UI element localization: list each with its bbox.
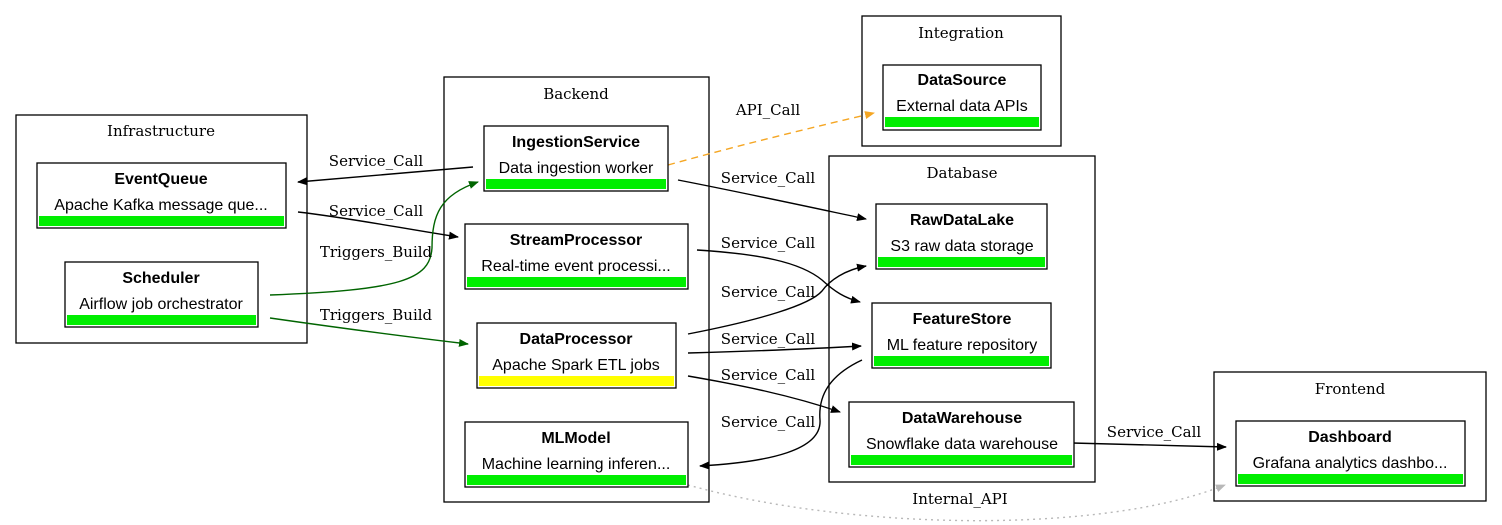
node-ml-model[interactable]: MLModel Machine learning inferen... bbox=[464, 421, 689, 488]
edge-label-dataproc-to-warehouse: Service_Call bbox=[721, 366, 816, 384]
status-bar bbox=[39, 216, 284, 226]
node-description: Grafana analytics dashbo... bbox=[1253, 455, 1448, 472]
cluster-integration: Integration bbox=[861, 15, 1062, 147]
node-data-warehouse[interactable]: DataWarehouse Snowflake data warehouse bbox=[848, 401, 1075, 468]
cluster-backend: Backend bbox=[443, 76, 710, 503]
node-description: External data APIs bbox=[896, 98, 1028, 115]
edge-dataproc-to-feature bbox=[687, 342, 862, 354]
edge-label-queue-to-stream: Service_Call bbox=[329, 202, 424, 220]
node-raw-data-lake[interactable]: RawDataLake S3 raw data storage bbox=[875, 203, 1048, 270]
edges bbox=[269, 111, 1227, 522]
node-description: Snowflake data warehouse bbox=[866, 436, 1058, 453]
node-title: FeatureStore bbox=[913, 311, 1012, 328]
node-description: Apache Spark ETL jobs bbox=[492, 357, 660, 374]
status-bar bbox=[878, 257, 1045, 267]
node-title: RawDataLake bbox=[910, 212, 1014, 229]
node-title: DataProcessor bbox=[520, 331, 633, 348]
edge-label-sched-to-ingest: Triggers_Build bbox=[320, 243, 433, 261]
status-bar bbox=[467, 277, 686, 287]
node-title: DataWarehouse bbox=[902, 410, 1022, 427]
edge-label-dataproc-to-feature: Service_Call bbox=[721, 330, 816, 348]
status-bar bbox=[67, 315, 256, 325]
edge-label-api-call: API_Call bbox=[735, 101, 801, 119]
node-description: Airflow job orchestrator bbox=[79, 296, 243, 313]
cluster-database: Database bbox=[828, 155, 1096, 483]
edge-label-sched-to-dataproc: Triggers_Build bbox=[320, 306, 433, 324]
edge-dataproc-to-warehouse bbox=[687, 375, 841, 413]
node-description: Apache Kafka message que... bbox=[54, 197, 267, 214]
cluster-label-frontend: Frontend bbox=[1315, 380, 1386, 398]
cluster-label-integration: Integration bbox=[918, 24, 1004, 42]
status-bar bbox=[851, 455, 1072, 465]
node-title: StreamProcessor bbox=[510, 232, 643, 249]
status-bar bbox=[486, 179, 666, 189]
edge-labels: API_Call Service_Call Service_Call Trigg… bbox=[320, 101, 1202, 508]
status-bar bbox=[479, 376, 674, 386]
node-feature-store[interactable]: FeatureStore ML feature repository bbox=[871, 302, 1052, 369]
status-bar bbox=[1238, 474, 1463, 484]
edge-sched-to-ingest bbox=[269, 181, 479, 296]
node-description: Data ingestion worker bbox=[499, 160, 654, 177]
edge-label-stream-to-feature: Service_Call bbox=[721, 234, 816, 252]
cluster-label-infrastructure: Infrastructure bbox=[107, 122, 215, 140]
node-description: S3 raw data storage bbox=[890, 238, 1033, 255]
node-ingestion-service[interactable]: IngestionService Data ingestion worker bbox=[483, 125, 669, 192]
edge-queue-to-stream bbox=[297, 211, 459, 240]
node-stream-processor[interactable]: StreamProcessor Real-time event processi… bbox=[464, 223, 689, 290]
status-bar bbox=[874, 356, 1049, 366]
edge-label-ml-to-dashboard: Internal_API bbox=[912, 490, 1007, 508]
node-description: Real-time event processi... bbox=[481, 258, 670, 275]
edge-ingest-to-queue bbox=[297, 166, 474, 186]
cluster-infrastructure: Infrastructure bbox=[15, 114, 308, 344]
node-description: ML feature repository bbox=[887, 337, 1038, 354]
edge-label-warehouse-to-dashboard: Service_Call bbox=[1107, 423, 1202, 441]
node-data-processor[interactable]: DataProcessor Apache Spark ETL jobs bbox=[476, 322, 677, 389]
node-description: Machine learning inferen... bbox=[482, 456, 671, 473]
edge-label-ingest-to-queue: Service_Call bbox=[329, 152, 424, 170]
edge-stream-to-feature bbox=[696, 249, 861, 304]
edge-label-feature-to-ml: Service_Call bbox=[721, 413, 816, 431]
node-title: IngestionService bbox=[512, 134, 640, 151]
node-data-source[interactable]: DataSource External data APIs bbox=[882, 64, 1042, 131]
node-title: Scheduler bbox=[122, 270, 199, 287]
edge-label-dataproc-to-lake: Service_Call bbox=[721, 283, 816, 301]
edge-label-ingest-to-lake: Service_Call bbox=[721, 169, 816, 187]
node-event-queue[interactable]: EventQueue Apache Kafka message que... bbox=[36, 162, 287, 229]
node-scheduler[interactable]: Scheduler Airflow job orchestrator bbox=[64, 261, 259, 328]
status-bar bbox=[467, 475, 686, 485]
edge-sched-to-dataproc bbox=[269, 317, 469, 347]
node-title: EventQueue bbox=[114, 171, 207, 188]
node-title: Dashboard bbox=[1308, 429, 1392, 446]
node-title: MLModel bbox=[541, 430, 610, 447]
edge-api-call bbox=[667, 111, 875, 166]
status-bar bbox=[885, 117, 1039, 127]
edge-ingest-to-lake bbox=[677, 179, 867, 222]
cluster-frontend: Frontend bbox=[1213, 371, 1487, 502]
edge-warehouse-to-dashboard bbox=[1071, 442, 1227, 451]
node-title: DataSource bbox=[918, 72, 1007, 89]
edge-feature-to-ml bbox=[699, 359, 863, 470]
cluster-label-database: Database bbox=[926, 164, 997, 182]
cluster-label-backend: Backend bbox=[543, 85, 609, 103]
edge-dataproc-to-lake bbox=[687, 263, 867, 335]
node-dashboard[interactable]: Dashboard Grafana analytics dashbo... bbox=[1235, 420, 1466, 487]
